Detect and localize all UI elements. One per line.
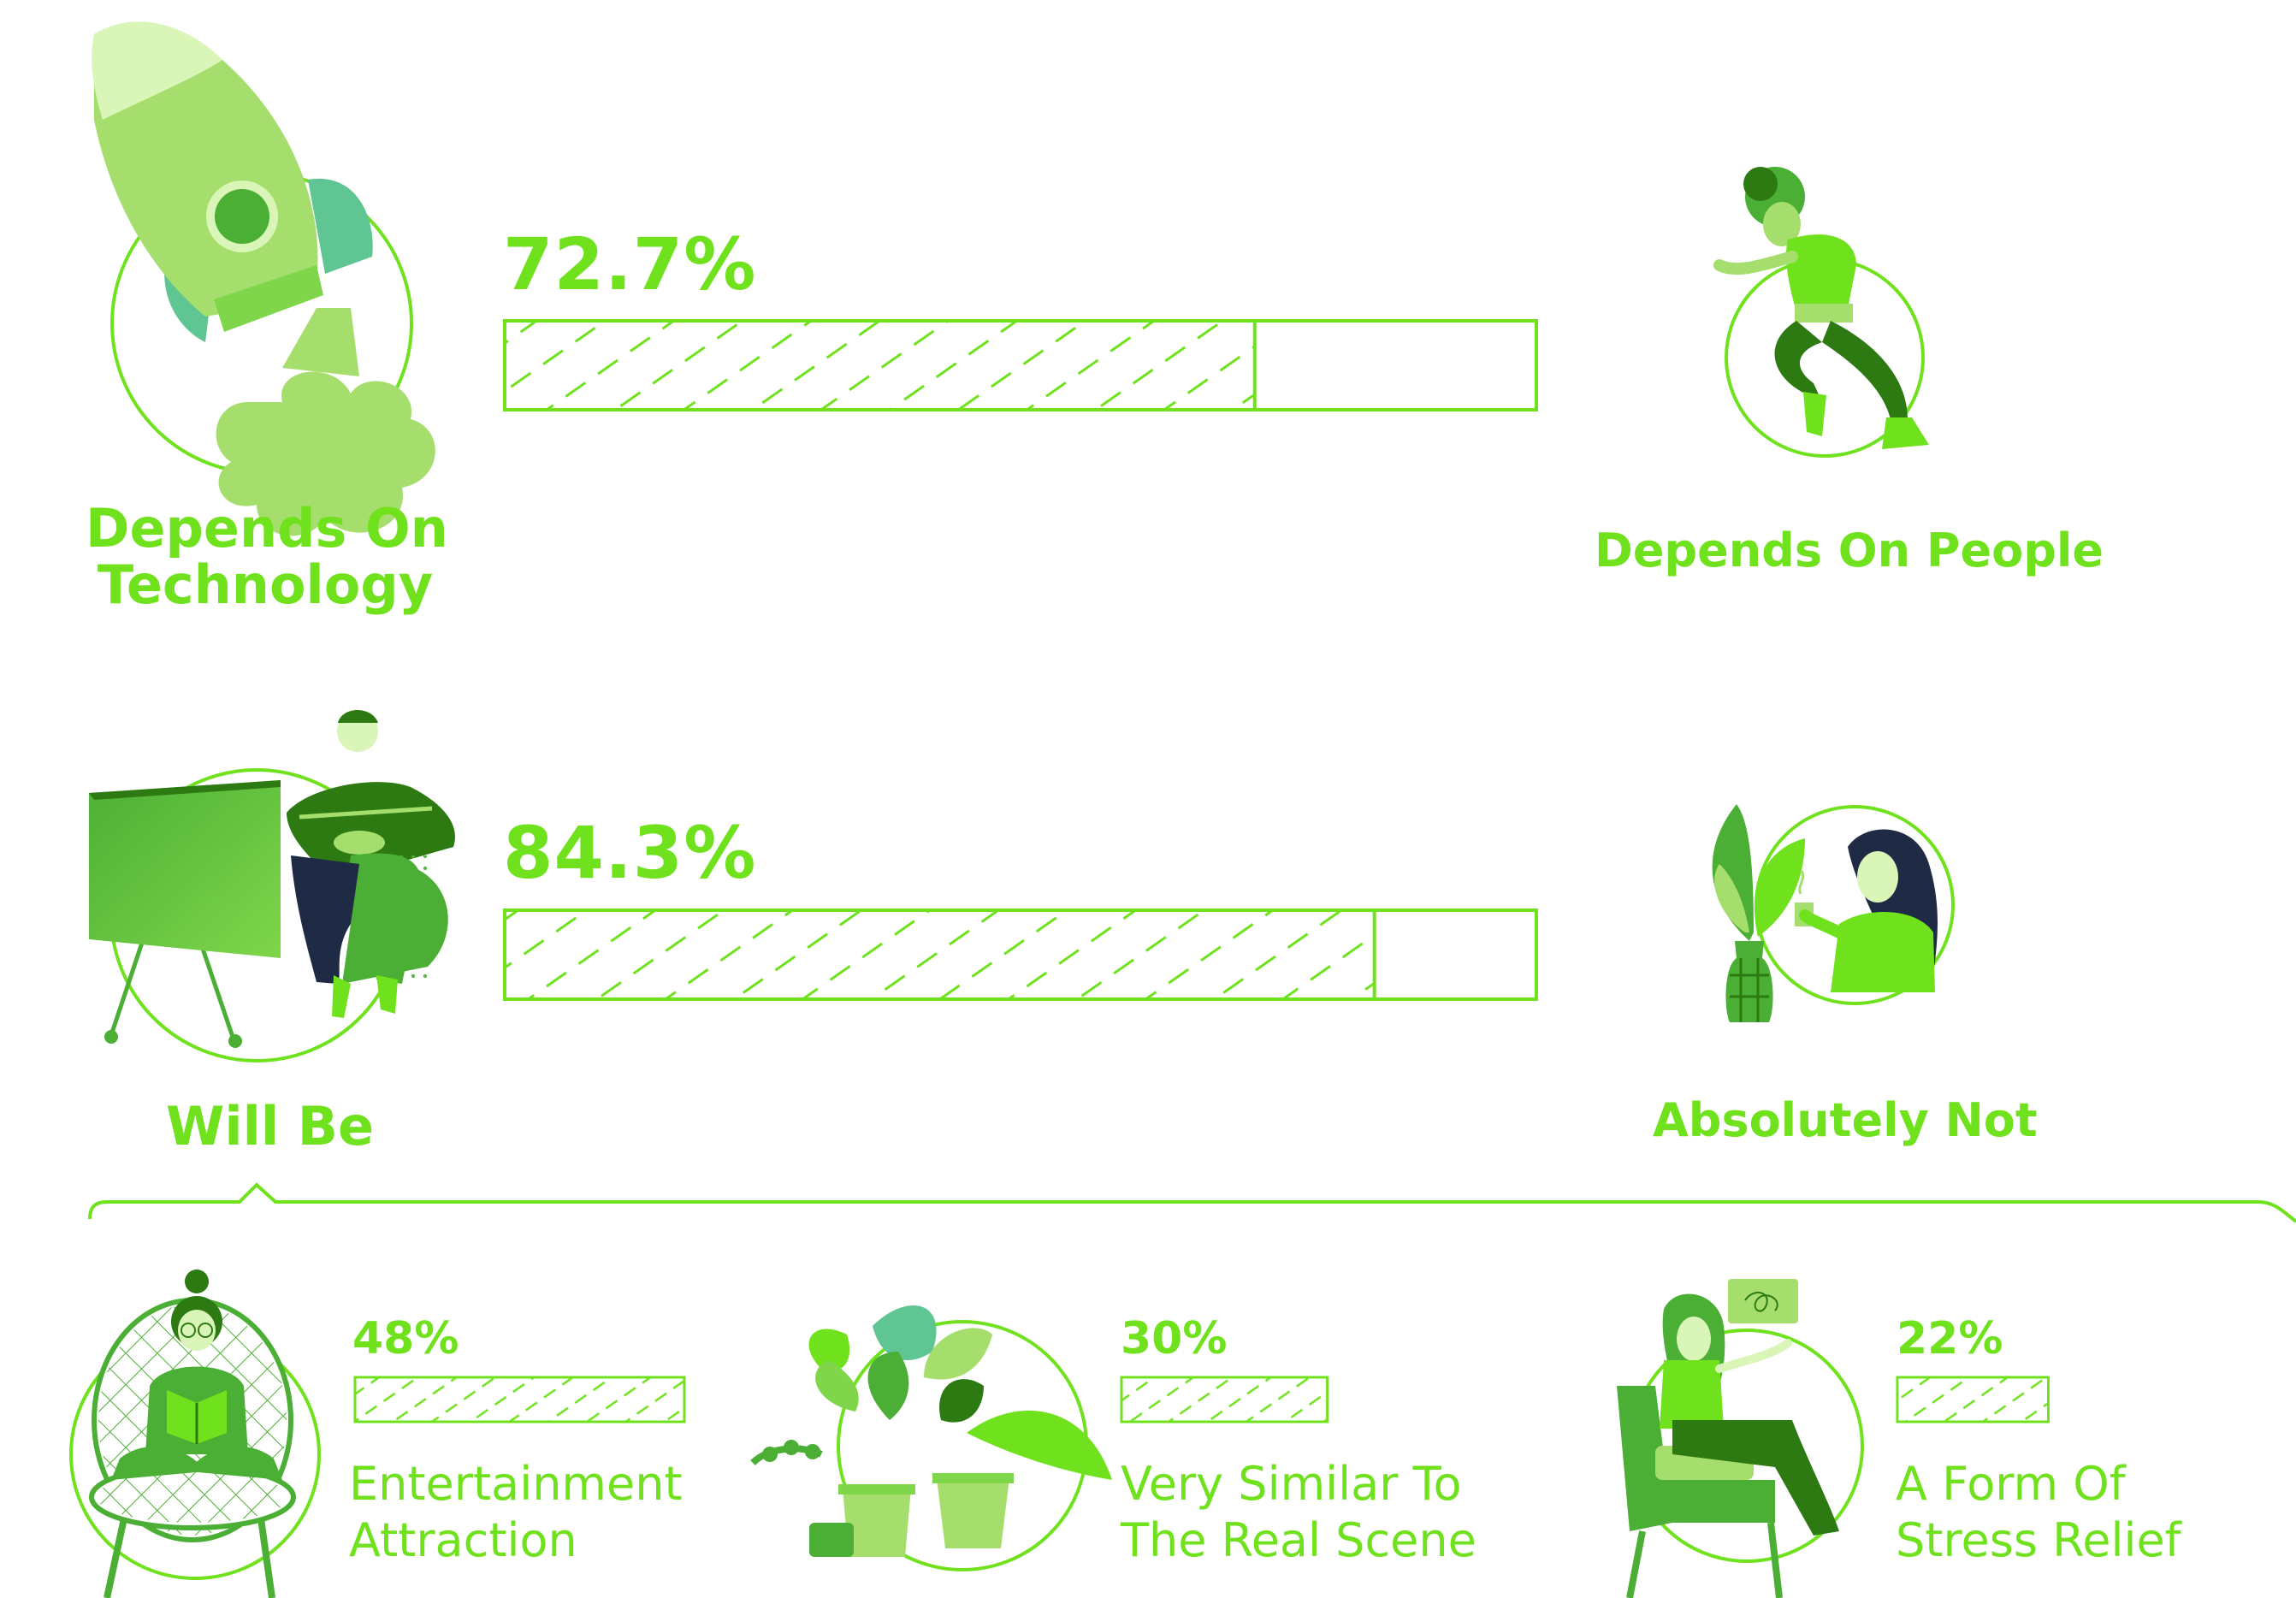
rocket-icon <box>92 21 435 536</box>
bar-frame <box>503 319 1538 411</box>
label-depends-on-people: Depends On People <box>1595 524 2104 577</box>
pct-stress-relief: 22% <box>1897 1313 2003 1364</box>
label-line: Depends On <box>86 497 448 559</box>
potted-plants-icon <box>750 1305 1112 1571</box>
pct-entertainment-attraction: 48% <box>352 1313 459 1364</box>
bracket-divider <box>88 1182 2296 1223</box>
bar-very-similar-to-real-scene <box>1120 1376 1329 1423</box>
bar-entertainment-attraction <box>353 1376 686 1423</box>
caption-entertainment-attraction: Entertainment Attraction <box>349 1456 683 1569</box>
stressed-woman-icon <box>1617 1279 1864 1598</box>
gamer-tv-icon <box>89 710 455 1062</box>
bar-fill-will-be <box>505 910 1375 999</box>
caption-line: Entertainment <box>349 1457 683 1511</box>
caption-very-similar: Very Similar To The Real Scene <box>1121 1456 1476 1569</box>
bar-form-of-stress-relief <box>1896 1376 2050 1423</box>
reading-woman-icon <box>69 1270 321 1598</box>
caption-line: Attraction <box>349 1513 577 1567</box>
pct-very-similar: 30% <box>1121 1313 1228 1364</box>
bar-technology-vs-people <box>503 319 1538 411</box>
label-will-be: Will Be <box>166 1095 375 1157</box>
caption-line: A Form Of <box>1896 1457 2126 1511</box>
bar-fill-depends-on-technology <box>505 321 1255 410</box>
label-line: Technology <box>97 553 434 616</box>
woman-coffee-plant-icon <box>1712 804 1955 1022</box>
label-depends-on-technology: Depends On Technology <box>86 497 448 616</box>
caption-line: The Real Scene <box>1121 1513 1476 1567</box>
label-absolutely-not: Absolutely Not <box>1653 1093 2038 1147</box>
pct-depends-on-technology: 72.7% <box>503 222 757 306</box>
bar-will-be-vs-absolutely-not <box>503 908 1538 1001</box>
bar-frame <box>503 908 1538 1001</box>
caption-stress-relief: A Form Of Stress Relief <box>1896 1456 2181 1569</box>
running-person-icon <box>1713 167 1929 458</box>
caption-line: Very Similar To <box>1121 1457 1462 1511</box>
pct-will-be: 84.3% <box>503 811 757 895</box>
caption-line: Stress Relief <box>1896 1513 2181 1567</box>
